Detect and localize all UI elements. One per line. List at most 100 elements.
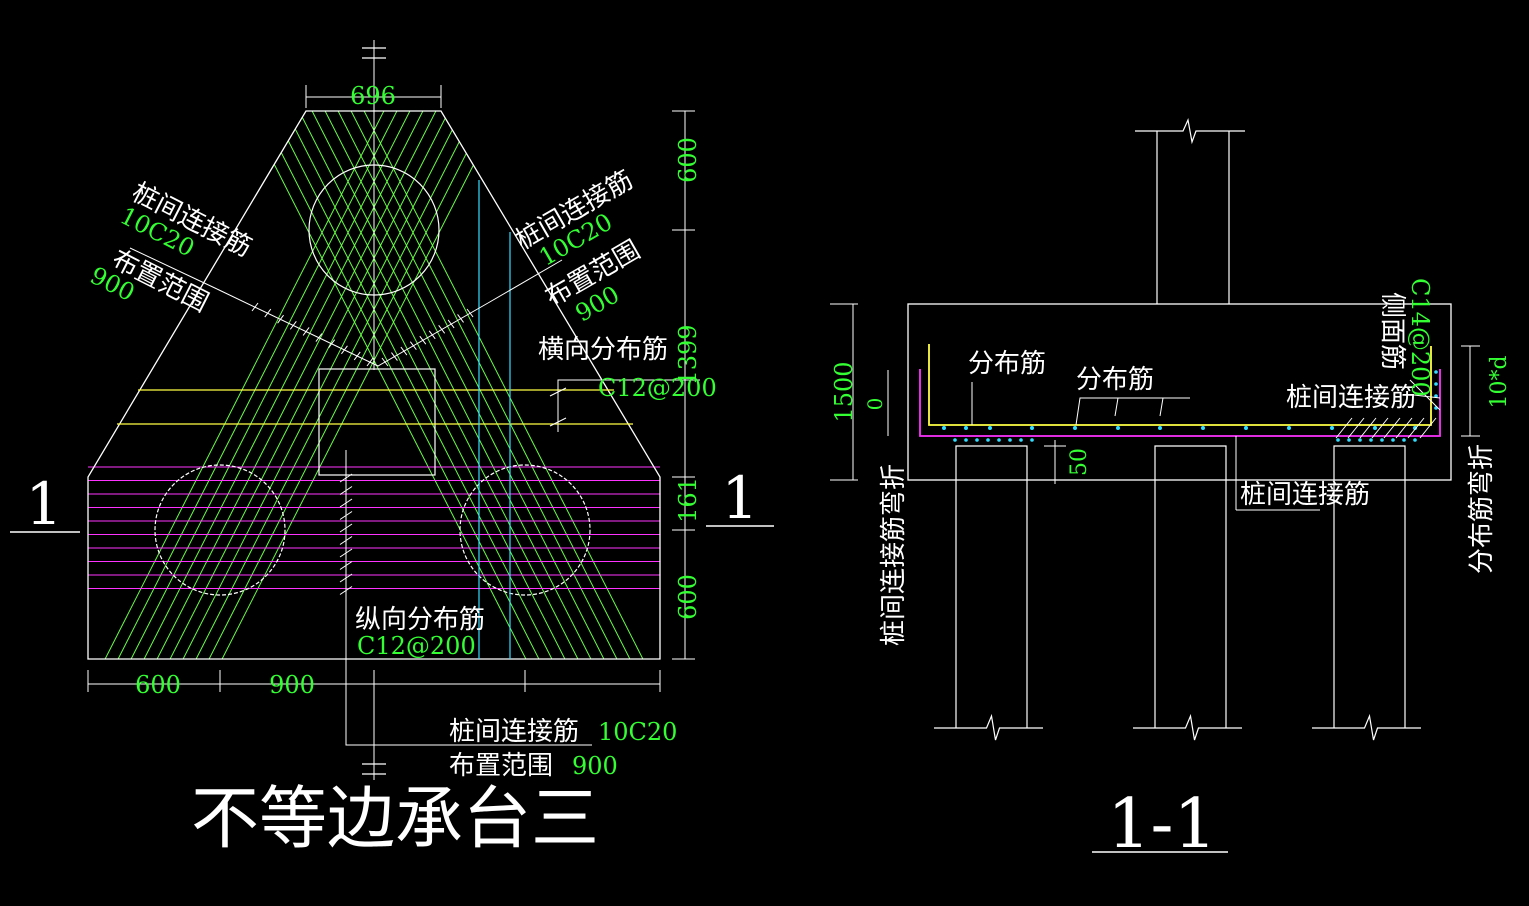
plan-title: 不等边承台三	[191, 780, 599, 859]
leader-line	[487, 259, 563, 304]
leader-line	[1409, 379, 1441, 411]
leader-tick	[339, 548, 353, 558]
leader-line	[1413, 394, 1441, 399]
leader-tick	[447, 319, 455, 329]
rebar-dot	[1380, 438, 1384, 442]
rebar-dot	[964, 438, 968, 442]
leader-tick	[438, 325, 446, 334]
leader-tick	[339, 523, 353, 533]
label-dist-1: 分布筋	[968, 349, 1046, 379]
rebar-dot	[986, 438, 990, 442]
dim-10d: 10*d	[1487, 355, 1512, 408]
transverse-name: 横向分布筋	[538, 335, 668, 365]
pile-section	[1154, 445, 1227, 728]
leader-tick	[315, 333, 323, 342]
dim-right-4: 600	[674, 574, 702, 620]
leader-tick	[381, 357, 389, 367]
plan-view: 696 600 1399 161 600 600 900 1 1 桩间连接筋 1…	[10, 40, 774, 859]
rebar-dot	[1434, 382, 1438, 386]
leader-tick	[549, 417, 567, 427]
section-title: 1-1	[1107, 785, 1217, 864]
dim-height: 1500	[830, 361, 858, 422]
diagonal-rebar	[216, 111, 507, 659]
leader-tick	[428, 330, 436, 340]
left-range-label: 布置范围 900	[86, 245, 213, 319]
section-view: 1500 0 50 10*d 分布筋 分布筋 桩间连接筋 桩间连接筋 侧面筋 C…	[830, 118, 1512, 864]
leader-ticks	[251, 302, 474, 367]
leader-tick	[366, 357, 374, 367]
pile-break-line	[1312, 713, 1421, 741]
column-break-line	[1135, 118, 1245, 145]
diagonal-rebar	[190, 111, 481, 659]
dim-50: 50	[1067, 448, 1092, 476]
leader-line	[1159, 397, 1164, 417]
leader-tick	[339, 486, 353, 495]
dim-right-2: 1399	[674, 324, 702, 385]
leader-tick	[1383, 417, 1401, 439]
rebar-dot	[1201, 426, 1205, 430]
rebar-dot	[1158, 426, 1162, 430]
leader-tick	[339, 586, 353, 595]
rebar-dot	[942, 426, 946, 430]
leader-tick	[400, 346, 408, 356]
leader-tick	[289, 321, 297, 330]
leader-tick	[302, 327, 310, 336]
leader-line	[345, 450, 592, 746]
bottom-range-name: 布置范围	[449, 751, 553, 781]
dim-top: 696	[350, 82, 396, 110]
leader-tick	[341, 345, 348, 355]
leader-tick	[1347, 417, 1365, 439]
rebar-dot	[1373, 426, 1377, 430]
diagonal-rebar	[151, 111, 442, 659]
diagonal-rebar	[293, 111, 584, 659]
leader-tick	[339, 473, 353, 483]
leader-line	[129, 247, 218, 290]
rebar-dot	[975, 438, 979, 442]
leader-tick	[1335, 417, 1353, 439]
leader-tick	[409, 341, 417, 350]
diagonal-rebar	[319, 111, 610, 659]
leader-tick	[277, 314, 284, 324]
pile-cap-section	[907, 303, 1452, 481]
diagonal-rebar	[332, 111, 623, 659]
pile-left	[154, 464, 286, 596]
leader-line	[557, 379, 700, 432]
diagonal-rebar	[280, 111, 571, 659]
bottom-connect-spec: 10C20	[598, 718, 677, 746]
leader-tick	[466, 308, 474, 318]
rebar-dot	[988, 426, 992, 430]
diagonal-rebar	[267, 111, 558, 659]
rebar-dot	[953, 438, 957, 442]
rebar-dot	[1413, 426, 1417, 430]
label-connect-1: 桩间连接筋	[1286, 383, 1416, 413]
rebar-dot	[1391, 438, 1395, 442]
leader-tick	[419, 335, 427, 345]
pile-cap-outline	[87, 110, 661, 660]
leader-tick	[328, 339, 336, 348]
leader-ticks	[1335, 379, 1441, 439]
rebar-dot	[1030, 426, 1034, 430]
rebar-dot	[1434, 370, 1438, 374]
leader-tick	[339, 561, 353, 570]
rebar-dot	[1019, 438, 1023, 442]
rebar-dot	[1434, 394, 1438, 398]
pile-break-line	[934, 713, 1043, 741]
leader-tick	[339, 536, 353, 545]
section-mark-left: 1	[26, 470, 63, 538]
leader-tick	[353, 351, 361, 361]
leader-tick	[457, 314, 464, 323]
distribution-rebar	[928, 344, 1432, 426]
label-side-name: 侧面筋	[1377, 292, 1407, 370]
dim-right-1: 600	[674, 137, 702, 183]
leader-tick	[339, 573, 353, 583]
rebar-dot	[964, 426, 968, 430]
leader-tick	[1371, 417, 1389, 439]
section-mark-right: 1	[722, 464, 759, 532]
leader-tick	[339, 498, 353, 508]
diagonal-rebar	[177, 111, 468, 659]
rebar-dot	[1413, 438, 1417, 442]
bottom-connect-name: 桩间连接筋	[449, 717, 579, 747]
label-dist-2: 分布筋	[1076, 365, 1154, 395]
leader-tick	[1359, 417, 1377, 439]
